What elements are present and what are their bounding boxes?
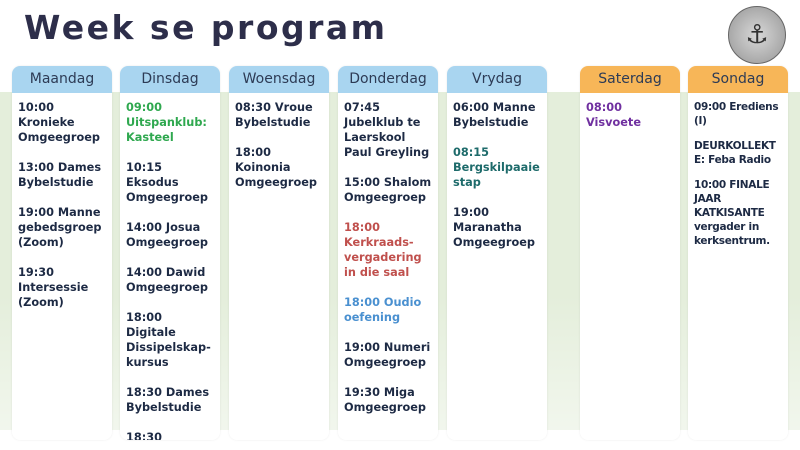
event-item: 08:00 Visvoete <box>586 101 641 129</box>
day-column-donderdag: Donderdag 07:45 Jubelklub te Laerskool Pa… <box>338 66 438 440</box>
day-column-maandag: Maandag 10:00 Kronieke Omgeegroep 13:00 Da… <box>12 66 112 440</box>
event-item: 18:00 Kerkraads-vergadering in die saal <box>344 221 422 279</box>
page-title: Week se program <box>24 8 388 47</box>
event-item: 10:15 Eksodus Omgeegroep <box>126 161 208 204</box>
day-column-saterdag: Saterdag 08:00 Visvoete <box>580 66 680 440</box>
event-item: 19:00 Numeri Omgeegroep <box>344 341 431 369</box>
day-events: 08:00 Visvoete <box>580 93 680 130</box>
event-item: 19:30 Miga Omgeegroep <box>344 386 426 414</box>
event-item: 07:45 Jubelklub te Laerskool Paul Greyli… <box>344 101 430 159</box>
day-header: Saterdag <box>580 66 680 93</box>
event-item: 15:00 Shalom Omgeegroep <box>344 176 432 204</box>
day-header: Sondag <box>688 66 788 93</box>
anchor-icon: ⚓ <box>745 20 769 50</box>
day-header: Maandag <box>12 66 112 93</box>
day-column-dinsdag: Dinsdag 09:00 Uitspanklub: Kasteel 10:15 E… <box>120 66 220 440</box>
day-header: Donderdag <box>338 66 438 93</box>
event-item: 18:30 Kooroefening <box>126 431 162 440</box>
event-item: 19:00 Manne gebedsgroep (Zoom) <box>18 206 102 249</box>
event-item: 10:00 Kronieke Omgeegroep <box>18 101 100 144</box>
day-header: Dinsdag <box>120 66 220 93</box>
day-events: 07:45 Jubelklub te Laerskool Paul Greyli… <box>338 93 438 415</box>
day-events: 09:00 Uitspanklub: Kasteel 10:15 Eksodus … <box>120 93 220 440</box>
event-item: 08:30 Vroue Bybelstudie <box>235 101 313 129</box>
event-item: 09:00 Erediens (I) <box>694 101 779 127</box>
event-item: 18:00 Digitale Dissipelskap-kursus <box>126 311 211 369</box>
day-column-vrydag: Vrydag 06:00 Manne Bybelstudie 08:15 Bergs… <box>447 66 547 440</box>
event-item: 18:00 Oudio oefening <box>344 296 422 324</box>
day-events: 10:00 Kronieke Omgeegroep 13:00 Dames Byb… <box>12 93 112 310</box>
day-header: Vrydag <box>447 66 547 93</box>
event-item: DEURKOLLEKTE: Feba Radio <box>694 140 776 166</box>
event-item: 18:00 Koinonia Omgeegroep <box>235 146 317 189</box>
day-column-sondag: Sondag 09:00 Erediens (I) DEURKOLLEKTE: Fe… <box>688 66 788 440</box>
event-item: 14:00 Josua Omgeegroep <box>126 221 208 249</box>
day-events: 08:30 Vroue Bybelstudie 18:00 Koinonia Om… <box>229 93 329 190</box>
event-item: 18:30 Dames Bybelstudie <box>126 386 210 414</box>
event-item: 14:00 Dawid Omgeegroep <box>126 266 208 294</box>
day-column-woensdag: Woensdag 08:30 Vroue Bybelstudie 18:00 Koi… <box>229 66 329 440</box>
day-events: 09:00 Erediens (I) DEURKOLLEKTE: Feba Rad… <box>688 93 788 248</box>
event-item: 06:00 Manne Bybelstudie <box>453 101 536 129</box>
event-item: 10:00 FINALE JAAR KATKISANTE vergader in… <box>694 179 770 247</box>
day-events: 06:00 Manne Bybelstudie 08:15 Bergskilpaa… <box>447 93 547 250</box>
event-item: 19:00 Maranatha Omgeegroep <box>453 206 535 249</box>
event-item: 19:30 Intersessie (Zoom) <box>18 266 89 309</box>
event-item: 08:15 Bergskilpaaie stap <box>453 146 540 189</box>
event-item: 09:00 Uitspanklub: Kasteel <box>126 101 207 144</box>
church-seal-logo: ⚓ <box>728 6 786 64</box>
day-header: Woensdag <box>229 66 329 93</box>
event-item: 13:00 Dames Bybelstudie <box>18 161 102 189</box>
